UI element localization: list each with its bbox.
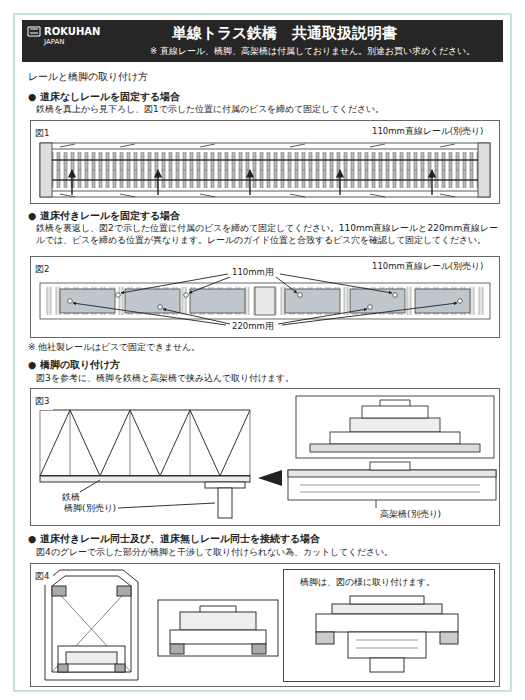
inset-box: 橋脚は、図の様に取り付けます。 xyxy=(283,569,495,682)
subheading: ● 道床なしレールを固定する場合 xyxy=(28,91,180,103)
header-note: ※ 直線レール、橋脚、高架橋は付属しておりません。別途お買い求めください。 xyxy=(150,46,495,57)
figure-number: 図2 xyxy=(31,262,53,278)
body-text: 鉄橋を裏返し、図2で示した位置に付属のビスを締めて固定してください。110mm直… xyxy=(36,223,504,246)
callout-label: 110mm用 xyxy=(230,267,276,278)
callout-label: 220mm用 xyxy=(230,321,276,332)
part-name: 橋脚(別売り) xyxy=(62,503,118,515)
section-heading: レールと橋脚の取り付け方 xyxy=(28,70,148,83)
inset-caption: 橋脚は、図の様に取り付けます。 xyxy=(296,574,439,591)
part-name: 110mm直線レール(別売り) xyxy=(372,126,483,137)
subheading: ● 道床付きレールを固定する場合 xyxy=(28,210,180,222)
logo-text: ROKUHAN xyxy=(44,25,100,38)
part-name: 110mm直線レール(別売り) xyxy=(372,261,483,272)
figure-number: 図1 xyxy=(31,126,53,142)
subheading: ● 橋脚の取り付け方 xyxy=(28,359,120,371)
logo-subtext: JAPAN xyxy=(44,38,65,47)
figure-frame: 図4 橋脚は、図の様に取り付けます。 xyxy=(30,563,500,687)
note-text: ※ 他社製レールはビスで固定できません。 xyxy=(28,342,200,354)
body-text: 図4のグレーで示した部分が橋脚と干渉して取り付けられない為、カットしてください。 xyxy=(36,547,504,559)
subheading: ● 道床付きレール同士及び、道床無しレール同士を接続する場合 xyxy=(28,533,320,545)
body-text: 図3を参考に、橋脚を鉄橋と高架橋で挟み込んで取り付けます。 xyxy=(36,373,504,385)
part-name: 鉄橋 xyxy=(62,492,80,504)
figure-number: 図4 xyxy=(31,569,53,585)
figure-number: 図3 xyxy=(31,394,53,410)
page-title: 単線トラス鉄橋 共通取扱説明書 xyxy=(172,24,397,43)
part-name: 高架橋(別売り) xyxy=(380,509,441,521)
body-text: 鉄橋を真上から見下ろし、図1で示した位置に付属のビスを締めて固定してください。 xyxy=(36,104,504,116)
